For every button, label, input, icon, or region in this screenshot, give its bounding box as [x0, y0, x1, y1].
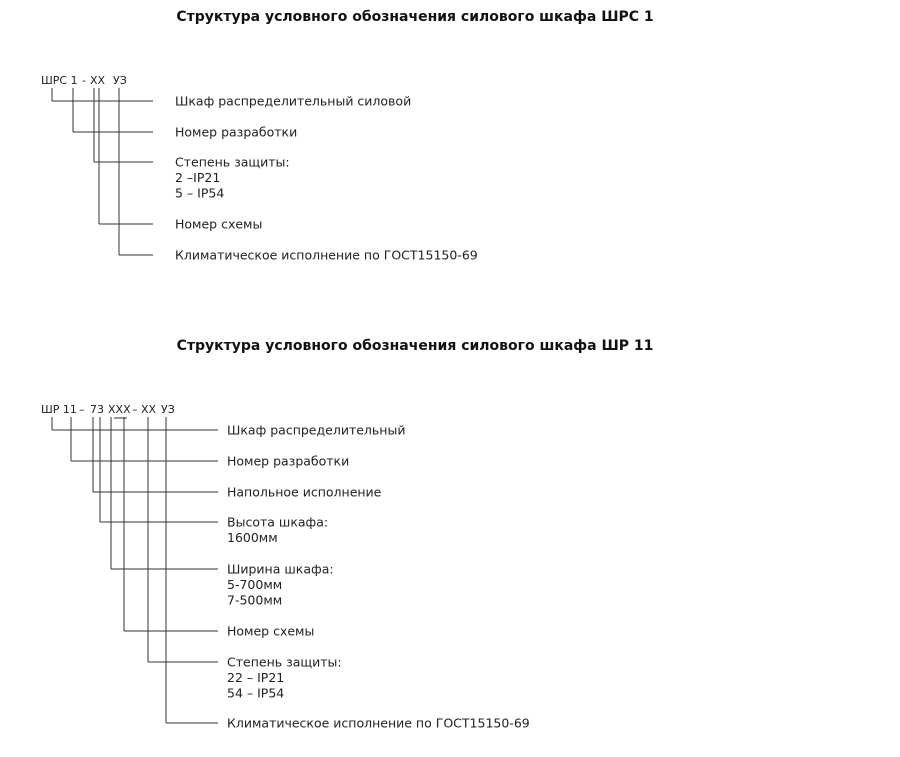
section2-label-5: Номер схемы: [227, 624, 314, 639]
section2-code-part-2: 73: [90, 403, 104, 416]
section1-code-part-2: ХХ: [90, 74, 106, 87]
section2-code-part-4: –: [132, 403, 138, 416]
section1-code-part-3: УЗ: [113, 74, 127, 87]
section2-label-4-line-2: 7-500мм: [227, 593, 282, 608]
section2-label-2: Напольное исполнение: [227, 485, 382, 500]
section2-label-6-line-1: 22 – IP21: [227, 670, 284, 685]
section2-label-1: Номер разработки: [227, 454, 349, 469]
section1-label-1: Номер разработки: [175, 125, 297, 140]
section-1-connectors: [51, 88, 153, 256]
section2-label-3-line-1: 1600мм: [227, 530, 278, 545]
section2-code-part-6: УЗ: [161, 403, 175, 416]
section1-label-3: Номер схемы: [175, 217, 262, 232]
section2-label-0: Шкаф распределительный: [227, 423, 405, 438]
section1-label-0: Шкаф распределительный силовой: [175, 94, 411, 109]
section-1-code: ШРС 1-ХХ УЗ: [41, 74, 127, 87]
section2-label-6-line-0: Степень защиты:: [227, 655, 342, 670]
section2-code-part-0: ШР 11: [41, 403, 77, 416]
section2-code-part-5: ХХ: [141, 403, 157, 416]
section1-label-2-line-0: Степень защиты:: [175, 155, 290, 170]
section-2-connectors: [51, 417, 218, 724]
section2-code-part-1: –: [79, 403, 85, 416]
section2-label-7: Климатическое исполнение по ГОСТ15150-69: [227, 716, 530, 731]
section1-label-2-line-2: 5 – IP54: [175, 186, 224, 201]
section1-code-part-0: ШРС 1: [41, 74, 78, 87]
section2-code-part-3: ХХХ: [108, 403, 131, 416]
section2-label-3-line-0: Высота шкафа:: [227, 515, 328, 530]
section-1-title: Структура условного обозначения силового…: [176, 9, 654, 25]
section1-label-2-line-1: 2 –IP21: [175, 170, 220, 185]
section1-code-part-1: -: [82, 74, 86, 87]
section2-label-6-line-2: 54 – IP54: [227, 686, 284, 701]
section2-label-4-line-0: Ширина шкафа:: [227, 562, 334, 577]
section-2-title: Структура условного обозначения силового…: [176, 338, 654, 354]
section2-label-4-line-1: 5-700мм: [227, 577, 282, 592]
section1-label-4: Климатическое исполнение по ГОСТ15150-69: [175, 248, 478, 263]
